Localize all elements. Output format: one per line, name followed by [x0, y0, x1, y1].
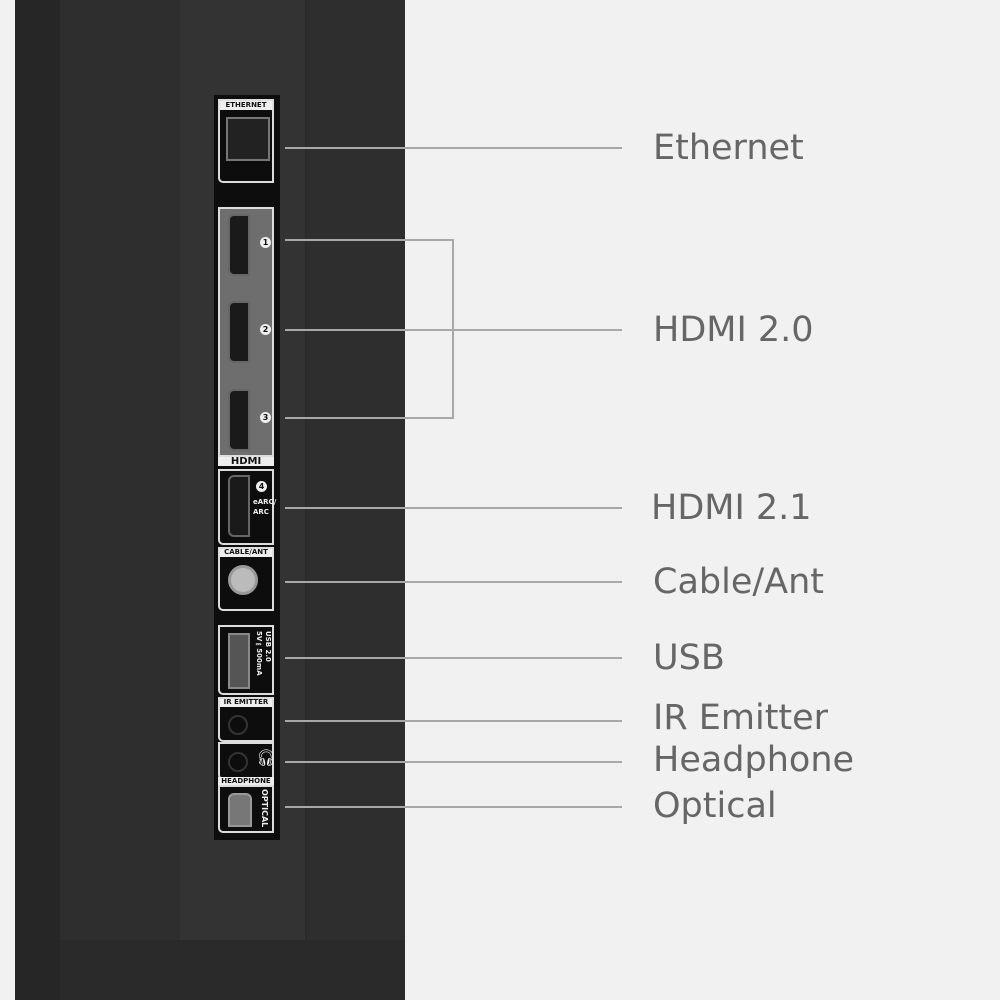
hdmi-port-icon [228, 389, 250, 451]
ethernet-leader-line [285, 147, 622, 149]
headphone-jack-icon [228, 752, 248, 772]
cable-tag: CABLE/ANT [218, 548, 274, 557]
hdmi-port-icon [228, 301, 250, 363]
hdmi-group: 1 2 3 [218, 207, 274, 457]
hdmi-number: 2 [260, 324, 271, 335]
hdmi21-leader-line [285, 507, 622, 509]
label-ethernet: Ethernet [653, 128, 804, 168]
hdmi-number: 3 [260, 412, 271, 423]
headphone-leader-line [285, 761, 622, 763]
usb-box: USB 2.0 5V⎓500mA [218, 625, 274, 695]
hdmi-port-icon [228, 475, 250, 537]
tv-edge [15, 0, 60, 1000]
ir-tag: IR EMITTER [218, 698, 274, 707]
label-headphone: Headphone [653, 740, 855, 780]
usb-port-icon [228, 633, 250, 689]
cable-leader-line [285, 581, 622, 583]
hdmi-number: 1 [260, 237, 271, 248]
ir-box [218, 697, 274, 742]
label-ir-emitter: IR Emitter [653, 698, 829, 738]
hdmi-port-icon [228, 214, 250, 276]
label-usb: USB [653, 638, 725, 678]
ethernet-tag: ETHERNET [218, 101, 274, 110]
ir-leader-line [285, 720, 622, 722]
ir-jack-icon [228, 715, 248, 735]
ethernet-box [218, 99, 274, 183]
cable-box [218, 547, 274, 611]
usb-text: USB 2.0 5V⎓500mA [255, 631, 272, 676]
headphone-tag: HEADPHONE [218, 777, 274, 786]
hdmi3-leader-line [285, 417, 453, 419]
hdmi-bracket [452, 239, 454, 419]
earc-text: eARC/ ARC [253, 498, 277, 516]
optical-tag: OPTICAL [260, 789, 269, 828]
hdmi-logo: HDMI [218, 457, 274, 467]
hdmi1-leader-line [285, 239, 453, 241]
headphone-box: 🎧︎ [218, 742, 277, 780]
label-hdmi-2-1: HDMI 2.1 [651, 488, 812, 528]
label-optical: Optical [653, 786, 777, 826]
usb-leader-line [285, 657, 622, 659]
hdmi4-box: 4 eARC/ ARC [218, 469, 277, 545]
optical-leader-line [285, 806, 622, 808]
label-hdmi-2-0: HDMI 2.0 [653, 310, 814, 350]
tv-base [60, 940, 405, 1000]
port-panel: ETHERNET 1 2 3 HDMI 4 eARC/ ARC CABLE/AN… [214, 95, 280, 840]
optical-box: OPTICAL [218, 785, 274, 833]
headphone-icon: 🎧︎ [256, 748, 277, 767]
ethernet-port-icon [226, 117, 270, 161]
coax-port-icon [228, 565, 258, 595]
optical-port-icon [228, 793, 252, 827]
label-cable-ant: Cable/Ant [653, 562, 825, 602]
hdmi-number: 4 [256, 481, 267, 492]
